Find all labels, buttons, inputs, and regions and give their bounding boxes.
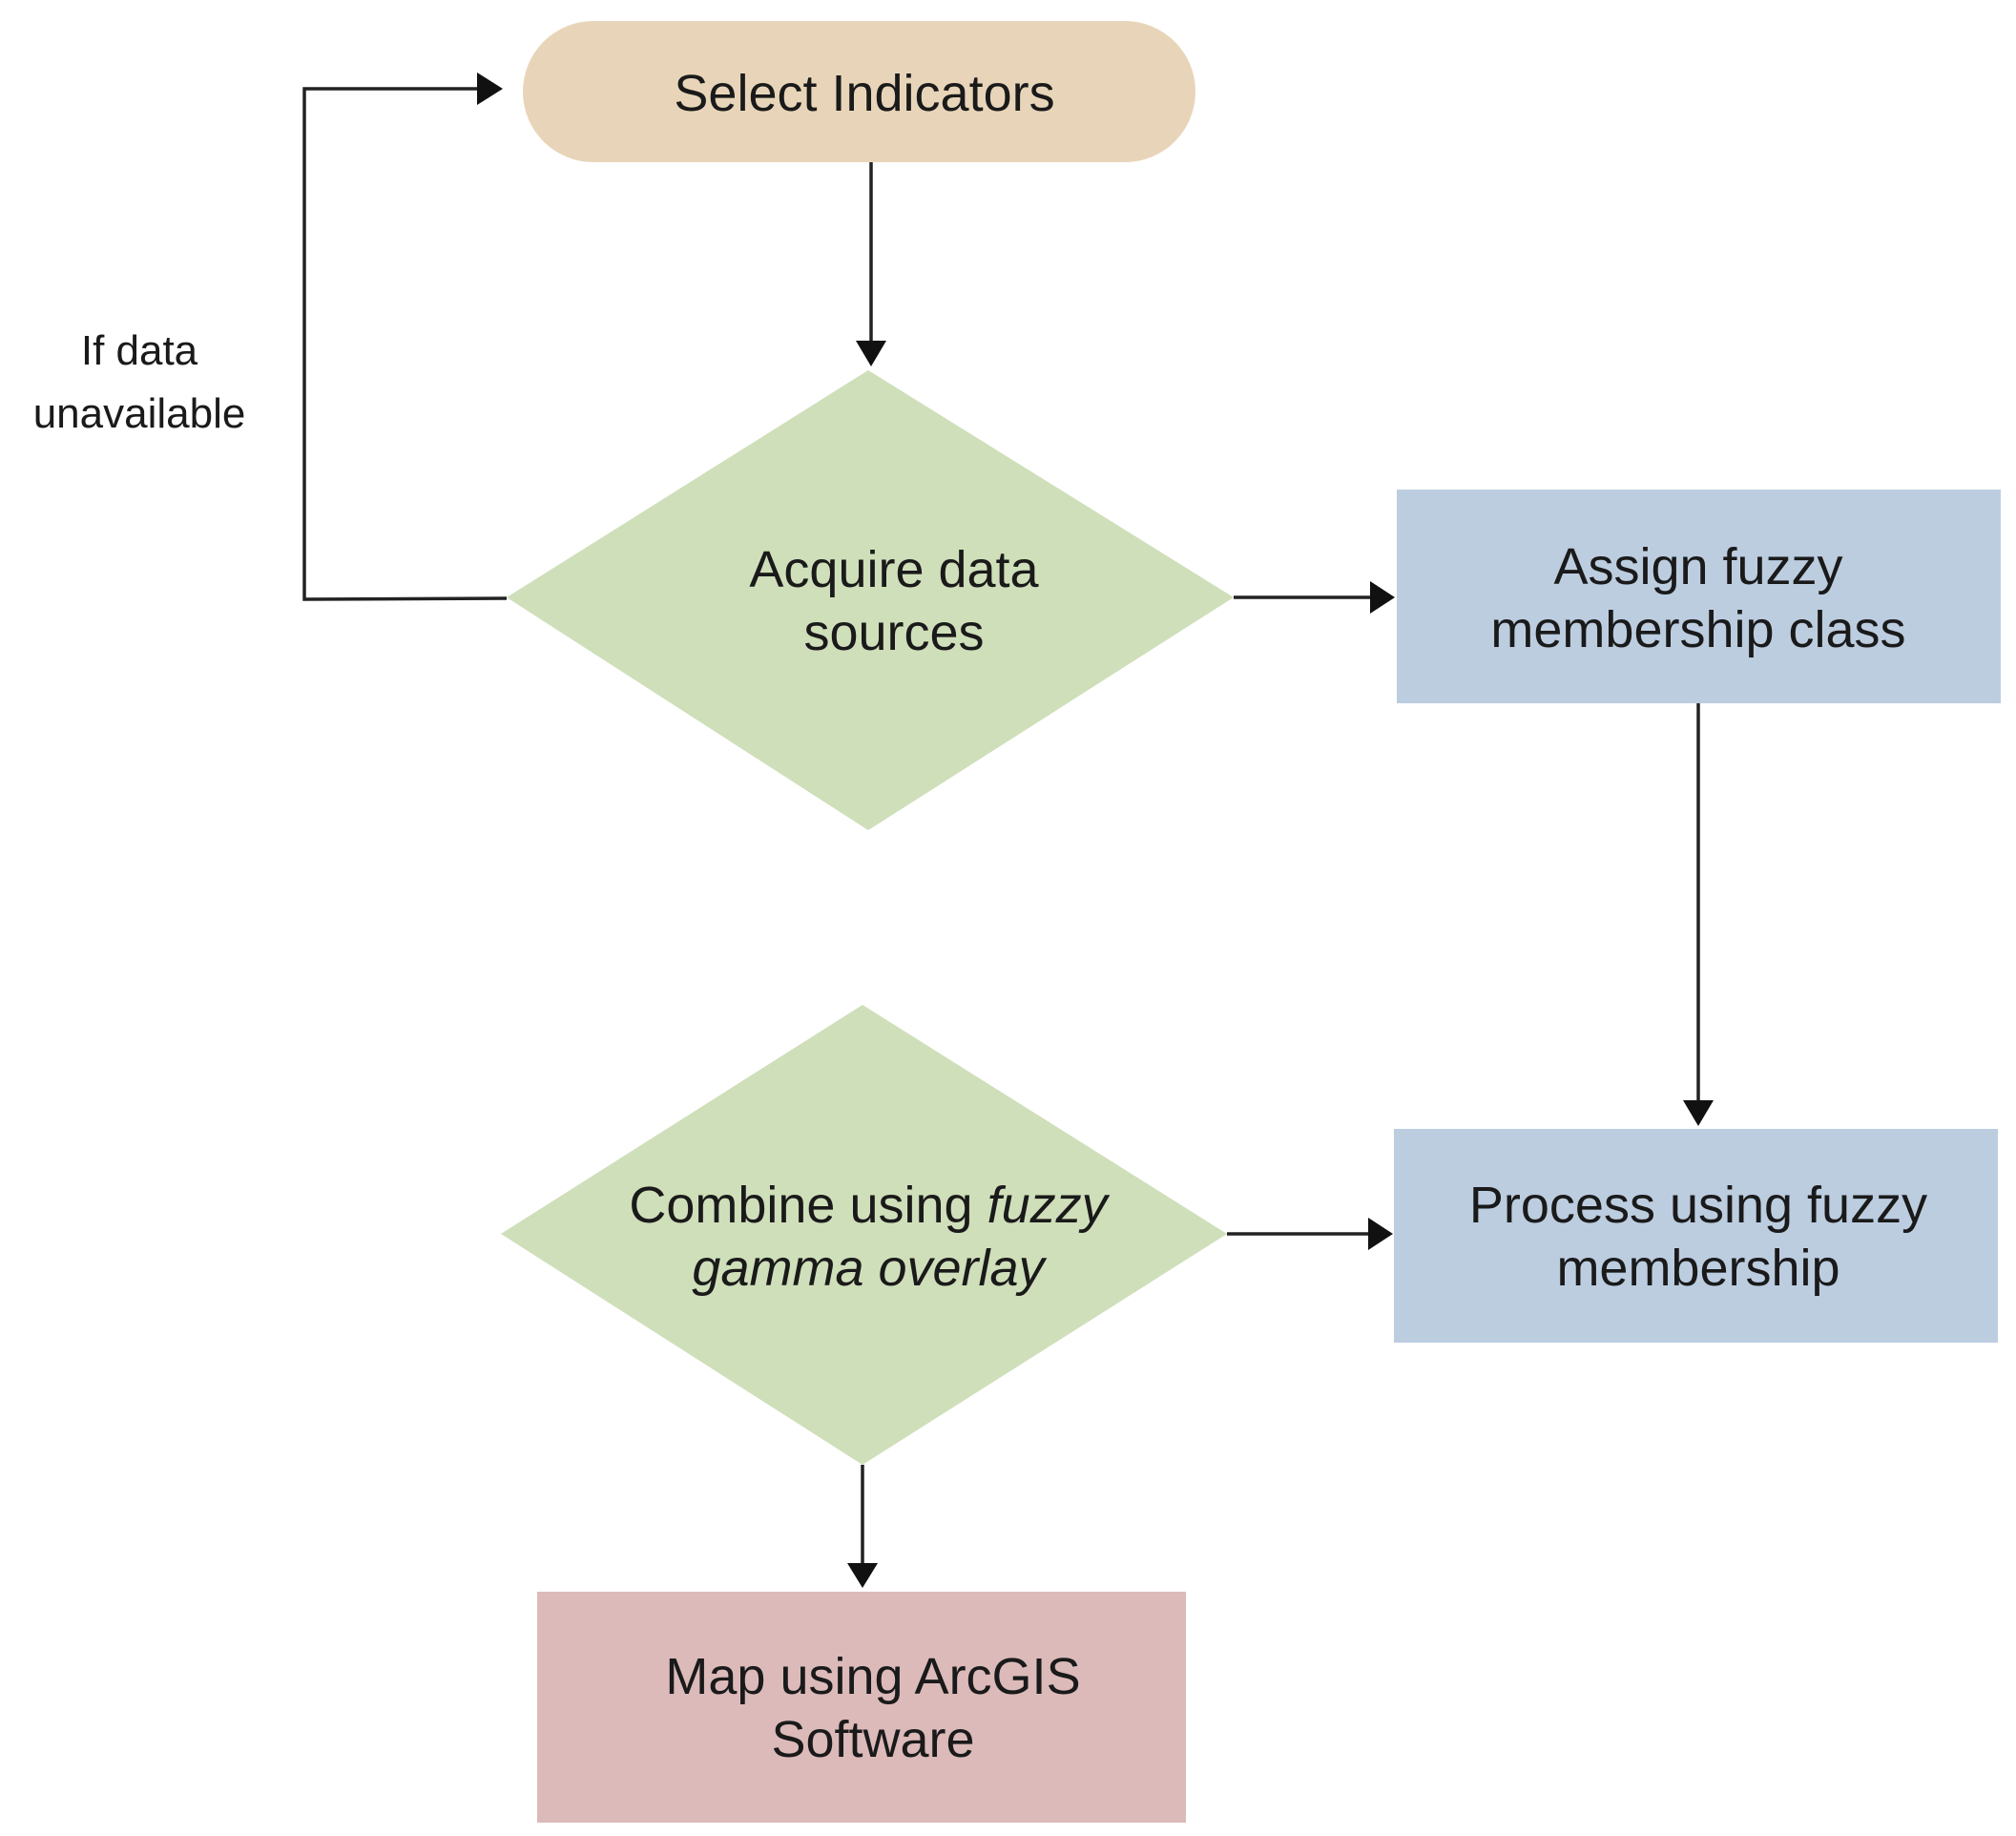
map-arcgis-label-line1: Map using ArcGIS bbox=[665, 1648, 1080, 1705]
edge-select-to-acquire bbox=[856, 162, 886, 366]
node-acquire-data: Acquire data sources bbox=[507, 370, 1234, 830]
assign-fuzzy-shape bbox=[1397, 490, 2001, 703]
combine-gamma-label-line2: gamma overlay bbox=[692, 1240, 1047, 1297]
combine-gamma-shape bbox=[501, 1005, 1227, 1465]
acquire-data-shape bbox=[507, 370, 1234, 830]
select-indicators-shape bbox=[523, 21, 1195, 162]
edge-loop-back-arrowhead bbox=[477, 73, 503, 105]
loop-label: If data unavailable bbox=[33, 327, 246, 437]
node-select-indicators: Select Indicators bbox=[523, 21, 1195, 162]
map-arcgis-shape bbox=[537, 1592, 1186, 1823]
edge-loop-back-line bbox=[302, 87, 508, 601]
edge-combine-to-map bbox=[847, 1465, 878, 1588]
process-fuzzy-label-line2: membership bbox=[1556, 1240, 1839, 1297]
process-fuzzy-label-line1: Process using fuzzy bbox=[1469, 1177, 1927, 1234]
assign-fuzzy-label-line1: Assign fuzzy bbox=[1553, 538, 1842, 595]
node-combine-gamma: Combine using fuzzy gamma overlay bbox=[501, 1005, 1227, 1465]
edge-combine-to-process bbox=[1227, 1218, 1393, 1250]
edge-loop-back bbox=[302, 73, 508, 601]
loop-label-line2: unavailable bbox=[33, 390, 246, 437]
node-assign-fuzzy: Assign fuzzy membership class bbox=[1397, 490, 2001, 703]
combine-gamma-italic-word: fuzzy bbox=[987, 1177, 1111, 1234]
edge-assign-to-process bbox=[1683, 703, 1714, 1126]
process-fuzzy-shape bbox=[1394, 1129, 1998, 1343]
map-arcgis-label-line2: Software bbox=[771, 1711, 974, 1768]
node-map-arcgis: Map using ArcGIS Software bbox=[537, 1592, 1186, 1823]
loop-label-line1: If data bbox=[81, 327, 198, 374]
edge-assign-to-process-arrowhead bbox=[1683, 1100, 1714, 1126]
edge-acquire-to-assign bbox=[1234, 581, 1395, 614]
edge-select-to-acquire-arrowhead bbox=[856, 341, 886, 366]
select-indicators-label: Select Indicators bbox=[674, 65, 1054, 122]
edge-combine-to-map-arrowhead bbox=[847, 1563, 878, 1588]
combine-gamma-prefix: Combine using bbox=[629, 1177, 987, 1234]
edge-acquire-to-assign-arrowhead bbox=[1370, 581, 1395, 614]
edge-combine-to-process-arrowhead bbox=[1368, 1218, 1393, 1250]
assign-fuzzy-label-line2: membership class bbox=[1490, 601, 1905, 658]
acquire-data-label-line1: Acquire data bbox=[749, 541, 1039, 598]
acquire-data-label-line2: sources bbox=[803, 604, 984, 661]
node-process-fuzzy: Process using fuzzy membership bbox=[1394, 1129, 1998, 1343]
combine-gamma-label-line1: Combine using fuzzy bbox=[629, 1177, 1110, 1234]
